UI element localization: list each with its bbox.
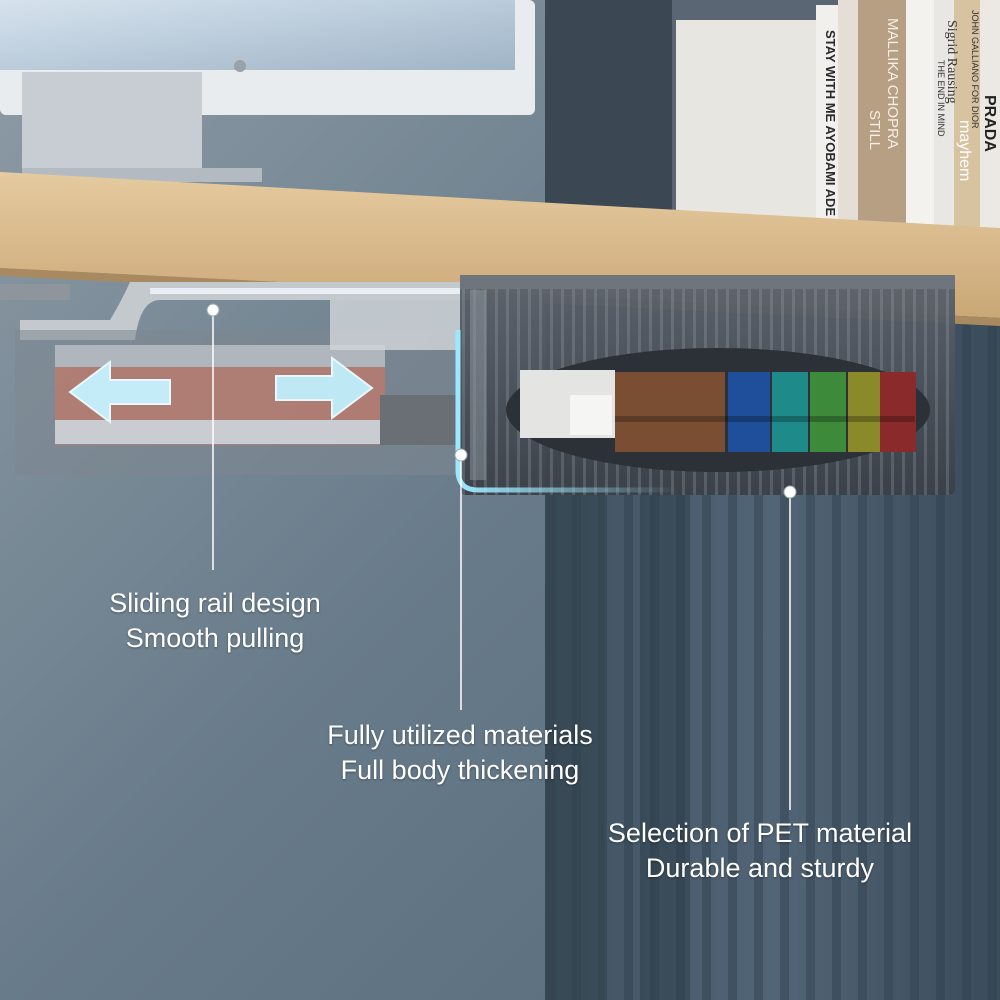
drawer-window — [506, 348, 930, 472]
callout-materials-line2: Full body thickening — [340, 755, 580, 785]
callout-pet-line1: Selection of PET material — [607, 818, 913, 848]
left-arrow-icon — [68, 360, 171, 424]
book-spine-2: MALLIKA CHOPRA — [884, 18, 901, 149]
edge-highlight — [455, 330, 680, 493]
right-arrow-icon — [275, 356, 374, 420]
callout-materials: Fully utilized materials Full body thick… — [290, 718, 630, 788]
book-spine-3: STILL — [866, 110, 883, 150]
book-spine-7: JOHN GALLIANO FOR DIOR — [970, 10, 980, 129]
callout-rail-line2: Smooth pulling — [125, 623, 305, 653]
callout-pet-material: Selection of PET material Durable and st… — [570, 816, 950, 886]
book-spine-5: mayhem — [956, 120, 973, 181]
callout-sliding-rail: Sliding rail design Smooth pulling — [55, 586, 375, 656]
callout-rail-line1: Sliding rail design — [109, 588, 321, 618]
drawer-extension — [15, 300, 470, 475]
monitor — [0, 0, 535, 182]
callout-pet-line2: Durable and sturdy — [645, 853, 875, 883]
book-spine-4: Sigrid Rausing — [944, 20, 959, 104]
bookshelf — [672, 0, 1000, 240]
callout-lines — [206, 303, 797, 810]
sliding-rail — [0, 282, 480, 340]
book-spine-6: PRADA — [981, 95, 998, 152]
book-spine-8: THE END IN MIND — [936, 60, 946, 137]
apple-logo-icon — [234, 60, 246, 72]
book-spine-1: STAY WITH ME AYOBAMI ADE — [823, 30, 838, 216]
callout-materials-line1: Fully utilized materials — [327, 720, 593, 750]
window-frame — [545, 0, 675, 215]
